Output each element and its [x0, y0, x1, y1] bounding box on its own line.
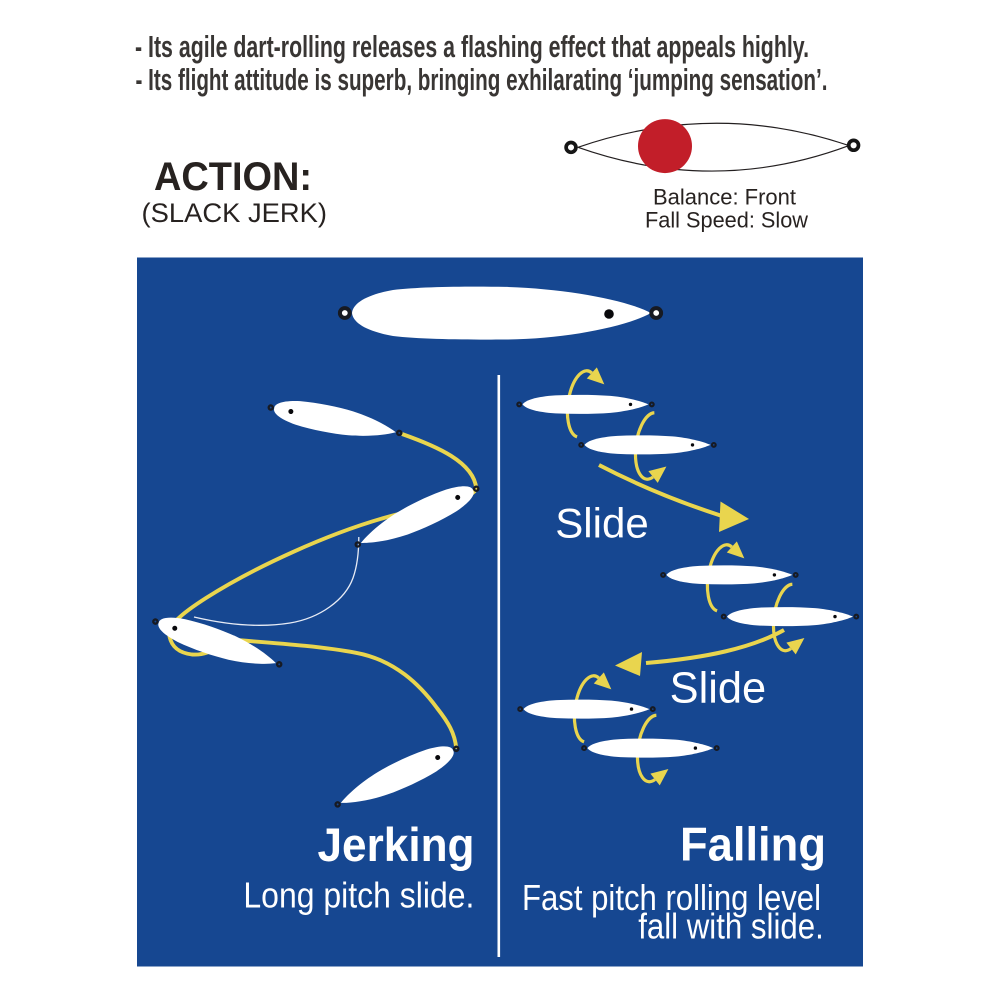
- svg-text:Fast pitch rolling level: Fast pitch rolling level: [522, 877, 821, 918]
- svg-text:Jerking: Jerking: [318, 818, 475, 871]
- svg-text:Fall Speed: Slow: Fall Speed: Slow: [645, 207, 808, 232]
- svg-text:- Its flight attitude is super: - Its flight attitude is superb, bringin…: [136, 63, 828, 97]
- svg-text:Slide: Slide: [670, 664, 767, 713]
- svg-text:Falling: Falling: [680, 818, 826, 871]
- svg-text:Slide: Slide: [555, 500, 649, 547]
- svg-text:fall with slide.: fall with slide.: [638, 906, 824, 947]
- svg-text:ACTION:: ACTION:: [154, 155, 312, 199]
- svg-text:Long pitch slide.: Long pitch slide.: [243, 874, 474, 915]
- svg-text:(SLACK JERK): (SLACK JERK): [142, 198, 328, 228]
- svg-text:- Its agile dart-rolling relea: - Its agile dart-rolling releases a flas…: [135, 30, 809, 64]
- svg-text:Balance: Front: Balance: Front: [653, 184, 796, 209]
